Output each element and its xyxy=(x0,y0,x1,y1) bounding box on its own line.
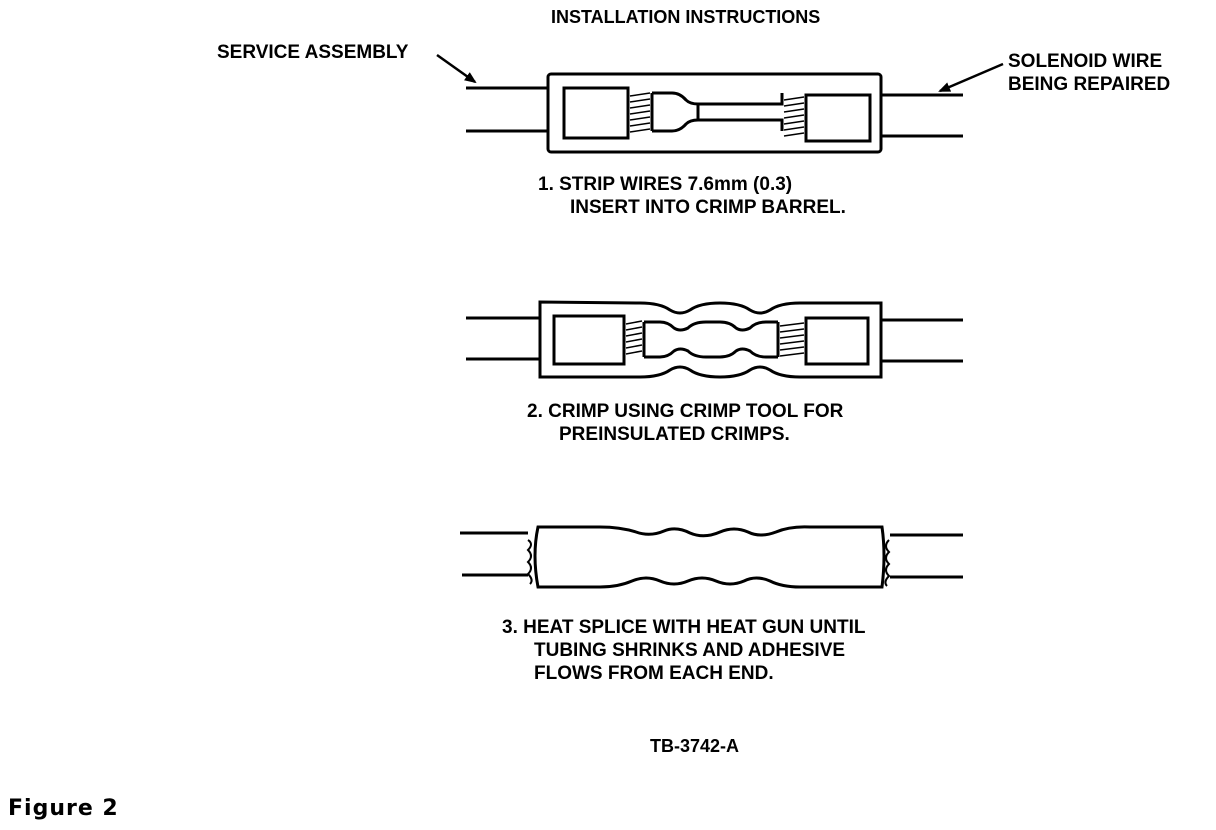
wire-strands-step1 xyxy=(629,92,805,137)
step-1-line2: INSERT INTO CRIMP BARREL. xyxy=(570,197,846,218)
step-2-line2: PREINSULATED CRIMPS. xyxy=(559,424,790,445)
splice-step1 xyxy=(466,72,963,154)
adhesive-flow-step3 xyxy=(526,539,891,587)
solenoid-wire-label-line1: SOLENOID WIRE xyxy=(1008,51,1163,72)
solenoid-wire-arrow xyxy=(938,62,1004,93)
step-3-line1: 3. HEAT SPLICE WITH HEAT GUN UNTIL xyxy=(502,617,866,638)
splice-step2 xyxy=(466,300,963,379)
step-2-text: 2. CRIMP USING CRIMP TOOL FOR PREINSULAT… xyxy=(527,400,843,446)
solenoid-wire-label-line2: BEING REPAIRED xyxy=(1008,74,1171,95)
solenoid-wire-label: SOLENOID WIRE BEING REPAIRED xyxy=(1008,50,1170,96)
figure-caption: Figure 2 xyxy=(8,796,119,821)
service-assembly-arrow xyxy=(436,53,477,84)
step-1-text: 1. STRIP WIRES 7.6mm (0.3) INSERT INTO C… xyxy=(538,173,846,219)
step-3-line2: TUBING SHRINKS AND ADHESIVE xyxy=(534,640,846,661)
step-3-line3: FLOWS FROM EACH END. xyxy=(534,663,774,684)
step-2-line1: 2. CRIMP USING CRIMP TOOL FOR xyxy=(527,401,844,422)
wire-strands-step2 xyxy=(625,320,805,357)
service-assembly-label: SERVICE ASSEMBLY xyxy=(217,42,409,63)
page-title: INSTALLATION INSTRUCTIONS xyxy=(551,7,821,27)
drawing-number: TB-3742-A xyxy=(650,736,740,756)
splice-step3 xyxy=(460,525,963,589)
step-1-line1: 1. STRIP WIRES 7.6mm (0.3) xyxy=(538,174,793,195)
step-3-text: 3. HEAT SPLICE WITH HEAT GUN UNTIL TUBIN… xyxy=(502,616,865,685)
